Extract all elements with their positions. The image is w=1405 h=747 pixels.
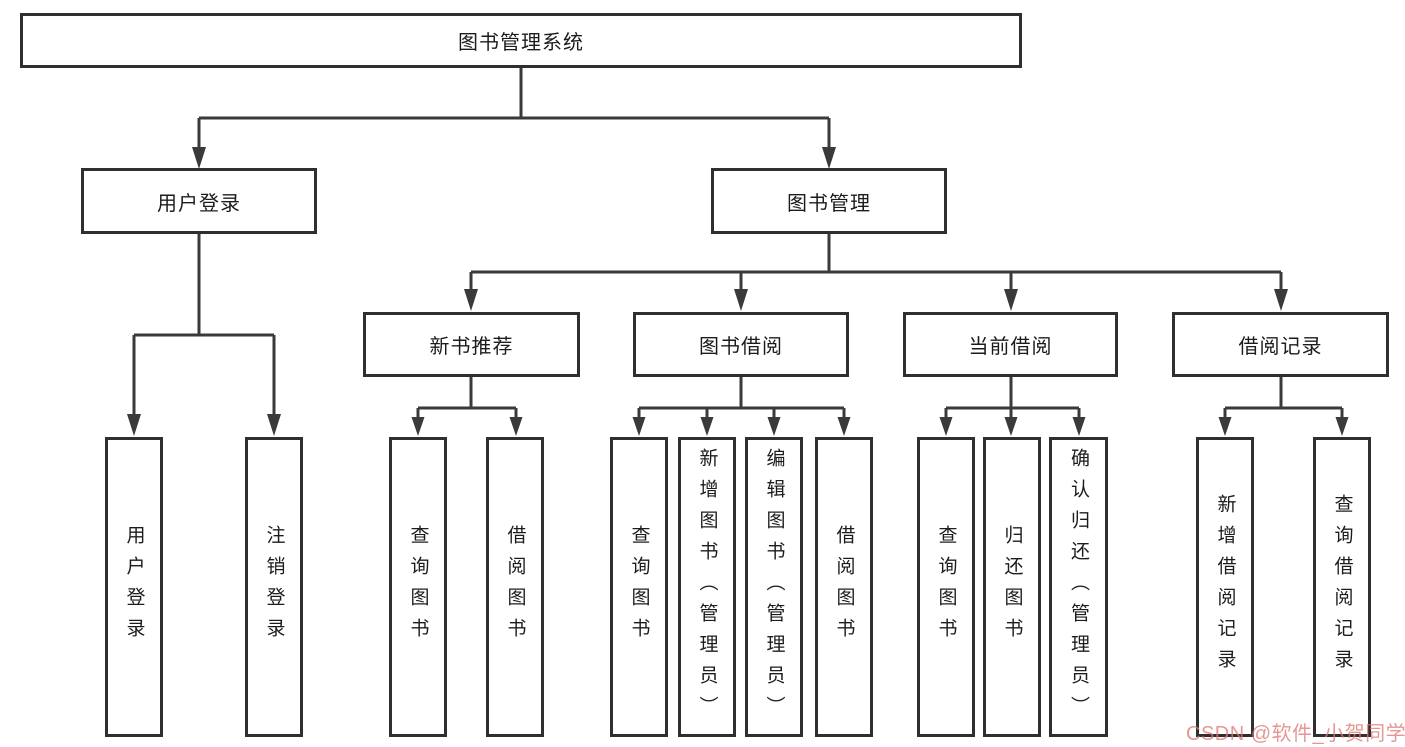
leaf-query-borrow-record: 查询借阅记录: [1313, 437, 1371, 737]
leaf-query-books-recommend: 查询图书: [389, 437, 447, 737]
leaf-logout: 注销登录: [245, 437, 303, 737]
node-user-login: 用户登录: [81, 168, 317, 234]
leaf-edit-books-admin: 编辑图书（管理员）: [745, 437, 803, 737]
leaf-query-books-borrow: 查询图书: [610, 437, 668, 737]
node-current-borrow: 当前借阅: [903, 312, 1118, 377]
node-borrow-records: 借阅记录: [1172, 312, 1389, 377]
leaf-query-books-current: 查询图书: [917, 437, 975, 737]
connector-root-to-level2: [192, 68, 836, 169]
leaf-return-books: 归还图书: [983, 437, 1041, 737]
connector-user-login-branch: [127, 234, 281, 436]
csdn-watermark: CSDN @软件_小贺同学: [1186, 723, 1405, 745]
leaf-add-books-admin: 新增图书（管理员）: [678, 437, 736, 737]
connector-book-borrow-branch: [632, 377, 851, 436]
leaf-borrow-books: 借阅图书: [815, 437, 873, 737]
node-new-book-recommend: 新书推荐: [363, 312, 580, 377]
node-book-borrow: 图书借阅: [633, 312, 849, 377]
leaf-confirm-return-admin: 确认归还（管理员）: [1049, 437, 1108, 737]
connector-new-books-branch: [411, 377, 523, 436]
connector-book-mgmt-branch: [464, 234, 1288, 311]
leaf-borrow-books-recommend: 借阅图书: [486, 437, 544, 737]
connector-borrow-records-branch: [1218, 377, 1349, 436]
connector-current-borrow-branch: [939, 377, 1086, 436]
node-library-management-system: 图书管理系统: [20, 13, 1022, 68]
leaf-user-login: 用户登录: [105, 437, 163, 737]
node-book-management: 图书管理: [711, 168, 947, 234]
leaf-add-borrow-record: 新增借阅记录: [1196, 437, 1254, 737]
